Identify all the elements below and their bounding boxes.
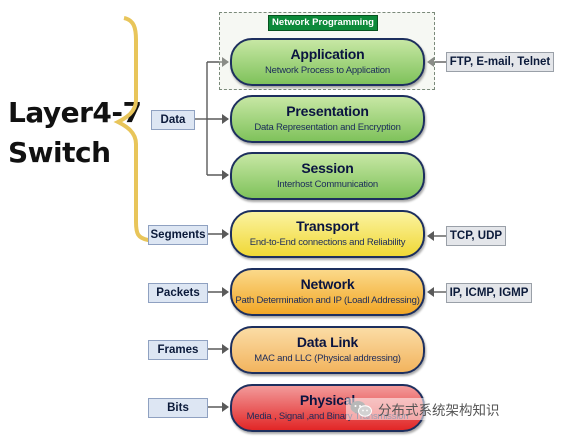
layer-desc: MAC and LLC (Physical addressing) — [254, 353, 401, 364]
layer-session: Session Interhost Communication — [230, 152, 425, 200]
layer-title: Session — [301, 160, 354, 176]
protocols-application: FTP, E-mail, Telnet — [446, 52, 554, 72]
layer-desc: Path Determination and IP (Loadl Address… — [235, 295, 420, 306]
layer-desc: Data Representation and Encryption — [254, 122, 401, 133]
protocol-arrows — [427, 57, 446, 297]
layer-desc: End-to-End connections and Reliability — [249, 237, 406, 248]
wechat-icon — [350, 400, 372, 418]
pdu-bits: Bits — [148, 398, 208, 418]
layer-desc: Network Process to Application — [265, 65, 390, 76]
layer-desc: Interhost Communication — [276, 179, 378, 190]
pdu-arrows — [206, 229, 229, 412]
layer-network: Network Path Determination and IP (Loadl… — [230, 268, 425, 316]
layer-presentation: Presentation Data Representation and Enc… — [230, 95, 425, 143]
layer-title: Transport — [296, 218, 359, 234]
layer-data-link: Data Link MAC and LLC (Physical addressi… — [230, 326, 425, 374]
layer-title: Physical — [299, 392, 356, 408]
pdu-packets: Packets — [148, 283, 208, 303]
protocols-transport: TCP, UDP — [446, 226, 506, 246]
layer-physical: Physical Media , Signal ,and Binary Tran… — [230, 384, 425, 432]
protocols-network: IP, ICMP, IGMP — [446, 283, 532, 303]
pdu-data: Data — [151, 110, 195, 130]
layer-title: Network — [300, 276, 355, 292]
layer-title: Data Link — [296, 334, 359, 350]
switch-label: Switch — [8, 136, 111, 169]
layer-title: Presentation — [286, 103, 369, 119]
layer-application: Application Network Process to Applicati… — [230, 38, 425, 86]
watermark: 分布式系统架构知识 — [346, 398, 504, 420]
layer-title: Application — [290, 46, 365, 62]
network-programming-label: Network Programming — [268, 15, 378, 31]
watermark-text: 分布式系统架构知识 — [378, 403, 500, 419]
layer-brace — [113, 16, 160, 242]
pdu-frames: Frames — [148, 340, 208, 360]
pdu-segments: Segments — [148, 225, 208, 245]
layer-desc: Media , Signal ,and Binary Transmission — [246, 411, 409, 422]
layer-transport: Transport End-to-End connections and Rel… — [230, 210, 425, 258]
